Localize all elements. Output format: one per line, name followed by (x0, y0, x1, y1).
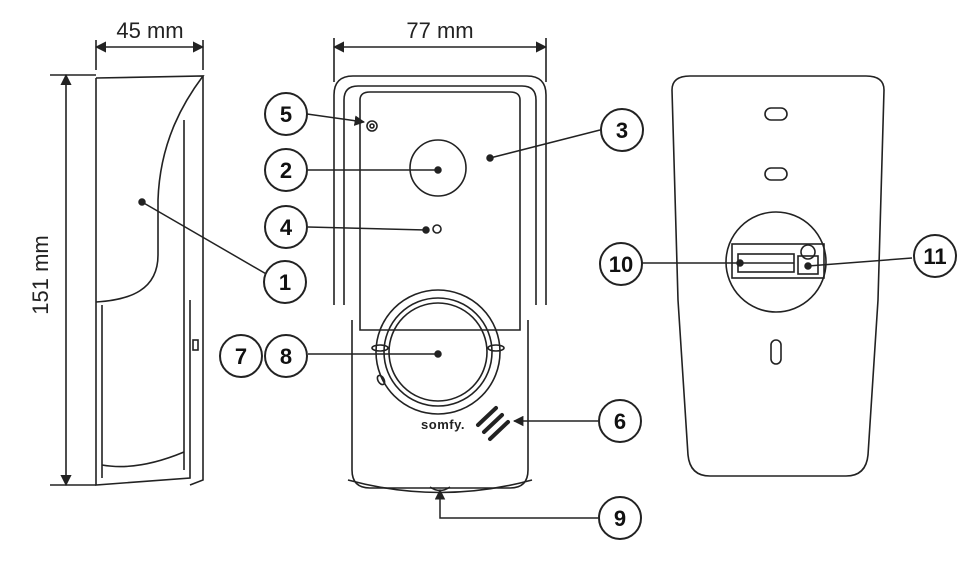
led-sensor (366, 120, 378, 132)
wiring-recess (725, 211, 827, 313)
leader-3-dot (486, 154, 494, 162)
callout-2-label: 2 (280, 158, 292, 183)
callout-7-label: 7 (235, 344, 247, 369)
leader-8-dot (434, 350, 442, 358)
button-indicator-left (371, 344, 389, 352)
callout-3-label: 3 (616, 118, 628, 143)
leader-9 (439, 497, 598, 519)
callout-8-label: 8 (280, 344, 292, 369)
mount-slot-top (764, 107, 788, 121)
reset-button-cap (800, 244, 816, 260)
callout-9: 9 (598, 496, 642, 540)
rain-hood-outer (333, 75, 547, 305)
back-plate (671, 75, 885, 477)
leader-4-dot (422, 226, 430, 234)
speaker-slot-2 (482, 413, 504, 434)
leader-1-dot (138, 198, 146, 206)
callout-5: 5 (264, 92, 308, 136)
mount-slot-bottom (770, 339, 782, 365)
front-view (332, 38, 548, 494)
speaker-slot-1 (476, 406, 498, 427)
callout-10: 10 (599, 242, 643, 286)
callout-3: 3 (600, 108, 644, 152)
callout-1: 1 (263, 260, 307, 304)
callout-11-label: 11 (923, 244, 946, 269)
brand-logo: somfy. (421, 417, 465, 432)
callout-6: 6 (598, 399, 642, 443)
side-hood (95, 75, 205, 303)
microphone-hole (432, 224, 442, 234)
screw-hole (376, 374, 386, 386)
rain-hood-inner (343, 85, 537, 305)
callout-6-label: 6 (614, 409, 626, 434)
callout-4-label: 4 (280, 215, 293, 240)
callout-9-label: 9 (614, 506, 626, 531)
callout-4: 4 (264, 205, 308, 249)
mount-slot-middle (764, 167, 788, 181)
leader-4 (307, 226, 427, 231)
button-indicator-right (487, 344, 505, 352)
led-sensor-inner (369, 123, 375, 129)
leader-5 (306, 113, 366, 126)
call-button (388, 302, 488, 402)
call-button-ring (383, 297, 493, 407)
leader-3 (489, 129, 601, 159)
callout-10-label: 10 (609, 252, 633, 277)
back-view (671, 75, 885, 477)
depth-label: 45 mm (116, 18, 183, 43)
callout-1-label: 1 (279, 270, 291, 295)
callout-badges: 1 2 3 4 5 6 7 8 (219, 92, 957, 540)
faceplate-lower (351, 320, 529, 489)
leader-2-dot (434, 166, 442, 174)
callout-leaders (138, 113, 913, 519)
callout-7: 7 (219, 334, 263, 378)
speaker-slot-3 (488, 420, 510, 441)
call-button-ring-outer (375, 289, 501, 415)
terminal-block (731, 243, 825, 279)
callout-8: 8 (264, 334, 308, 378)
camera-lens (409, 139, 467, 197)
callout-2: 2 (264, 148, 308, 192)
side-view (50, 40, 205, 487)
side-clip (192, 339, 199, 351)
callout-11: 11 (913, 234, 957, 278)
side-front-edge (189, 76, 204, 486)
faceplate-upper (359, 91, 521, 331)
side-bottom-curve (101, 451, 185, 468)
width-label: 77 mm (406, 18, 473, 43)
leader-11 (807, 257, 913, 267)
leader-11-dot (804, 262, 812, 270)
side-back-plate (95, 78, 191, 486)
callout-5-label: 5 (280, 102, 292, 127)
leader-1 (141, 201, 269, 276)
leader-10-dot (736, 259, 744, 267)
height-label: 151 mm (28, 235, 53, 314)
